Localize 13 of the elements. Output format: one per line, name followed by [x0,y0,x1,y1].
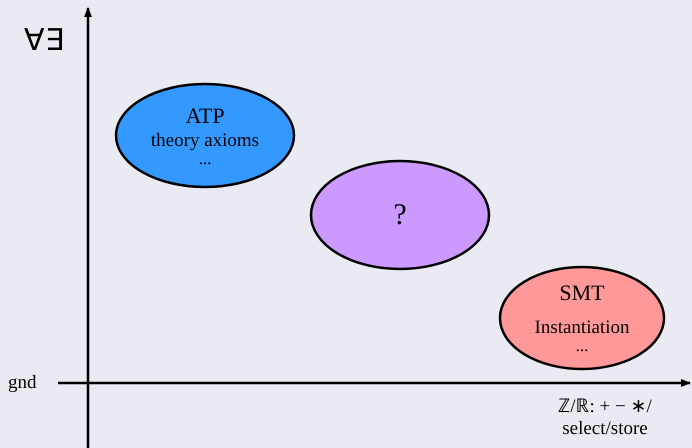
ellipse-node [115,83,295,188]
ellipse-node [310,160,490,270]
node-title: ? [393,200,407,230]
node-text: Instantiation [534,318,630,337]
node-title: ATP [185,104,225,126]
axis-label: ℤ/ℝ: + − ∗/ select/store [557,396,653,440]
node-text: ... [198,150,212,166]
axis-label: gnd [8,372,36,394]
node-text: ... [576,337,588,354]
node-title: SMT [559,282,605,304]
axis-label: ∀∃ [24,23,64,58]
ellipse-node [499,266,665,370]
node-text: theory axioms [150,130,260,150]
